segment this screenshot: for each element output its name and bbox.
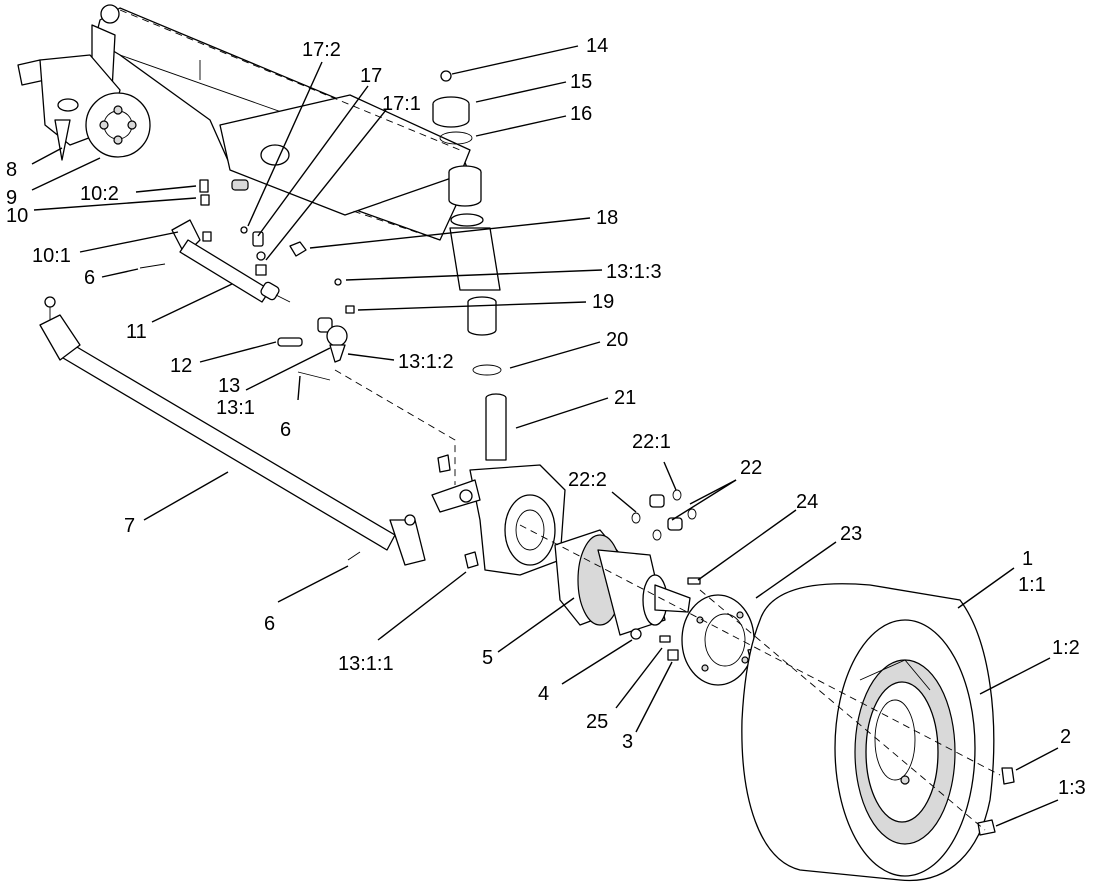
label-17-1: 17:1 <box>382 93 421 115</box>
label-19: 19 <box>592 291 614 313</box>
label-1-3: 1:3 <box>1058 777 1086 799</box>
label-5: 5 <box>482 647 493 669</box>
tie-rod-long <box>39 296 426 566</box>
label-16: 16 <box>570 103 592 125</box>
label-13-1-2: 13:1:2 <box>398 351 454 373</box>
label-12: 12 <box>170 355 192 377</box>
label-14: 14 <box>586 35 608 57</box>
label-18: 18 <box>596 207 618 229</box>
label-1: 1 <box>1022 548 1033 570</box>
label-13-1: 13:1 <box>216 397 255 419</box>
tire-wheel <box>741 583 1015 882</box>
label-17: 17 <box>360 65 382 87</box>
label-15: 15 <box>570 71 592 93</box>
label-17-2: 17:2 <box>302 39 341 61</box>
label-2: 2 <box>1060 726 1071 748</box>
label-6a: 6 <box>84 267 95 289</box>
leader-lines <box>31 45 1059 827</box>
callout-labels: 1 1:1 1:2 1:3 2 3 4 5 6 6 6 7 8 9 10 10:… <box>6 35 1086 799</box>
label-21: 21 <box>614 387 636 409</box>
label-10-1: 10:1 <box>32 245 71 267</box>
steering-ball-joint <box>277 278 355 381</box>
label-6c: 6 <box>264 613 275 635</box>
label-10: 10 <box>6 205 28 227</box>
label-25: 25 <box>586 711 608 733</box>
label-7: 7 <box>124 515 135 537</box>
grease-fittings <box>199 179 307 276</box>
label-1-1: 1:1 <box>1018 574 1046 596</box>
label-22-2: 22:2 <box>568 469 607 491</box>
label-10-2: 10:2 <box>80 183 119 205</box>
label-24: 24 <box>796 491 818 513</box>
label-13: 13 <box>218 375 240 397</box>
label-13-1-3: 13:1:3 <box>606 261 662 283</box>
wheel-motor <box>554 529 691 636</box>
label-4: 4 <box>538 683 549 705</box>
label-1-2: 1:2 <box>1052 637 1080 659</box>
label-9: 9 <box>6 187 17 209</box>
label-6b: 6 <box>280 419 291 441</box>
small-fasteners <box>630 489 701 661</box>
label-8: 8 <box>6 159 17 181</box>
label-23: 23 <box>840 523 862 545</box>
spindle-assembly-left <box>17 54 151 161</box>
label-11: 11 <box>126 321 147 343</box>
tie-rod-short <box>139 219 291 303</box>
kingpin-stack <box>432 70 507 461</box>
steering-knuckle <box>431 454 566 576</box>
label-20: 20 <box>606 329 628 351</box>
label-13-1-1: 13:1:1 <box>338 653 394 675</box>
label-22-1: 22:1 <box>632 431 671 453</box>
label-22: 22 <box>740 457 762 479</box>
label-3: 3 <box>622 731 633 753</box>
assembly-lines <box>119 9 1001 831</box>
